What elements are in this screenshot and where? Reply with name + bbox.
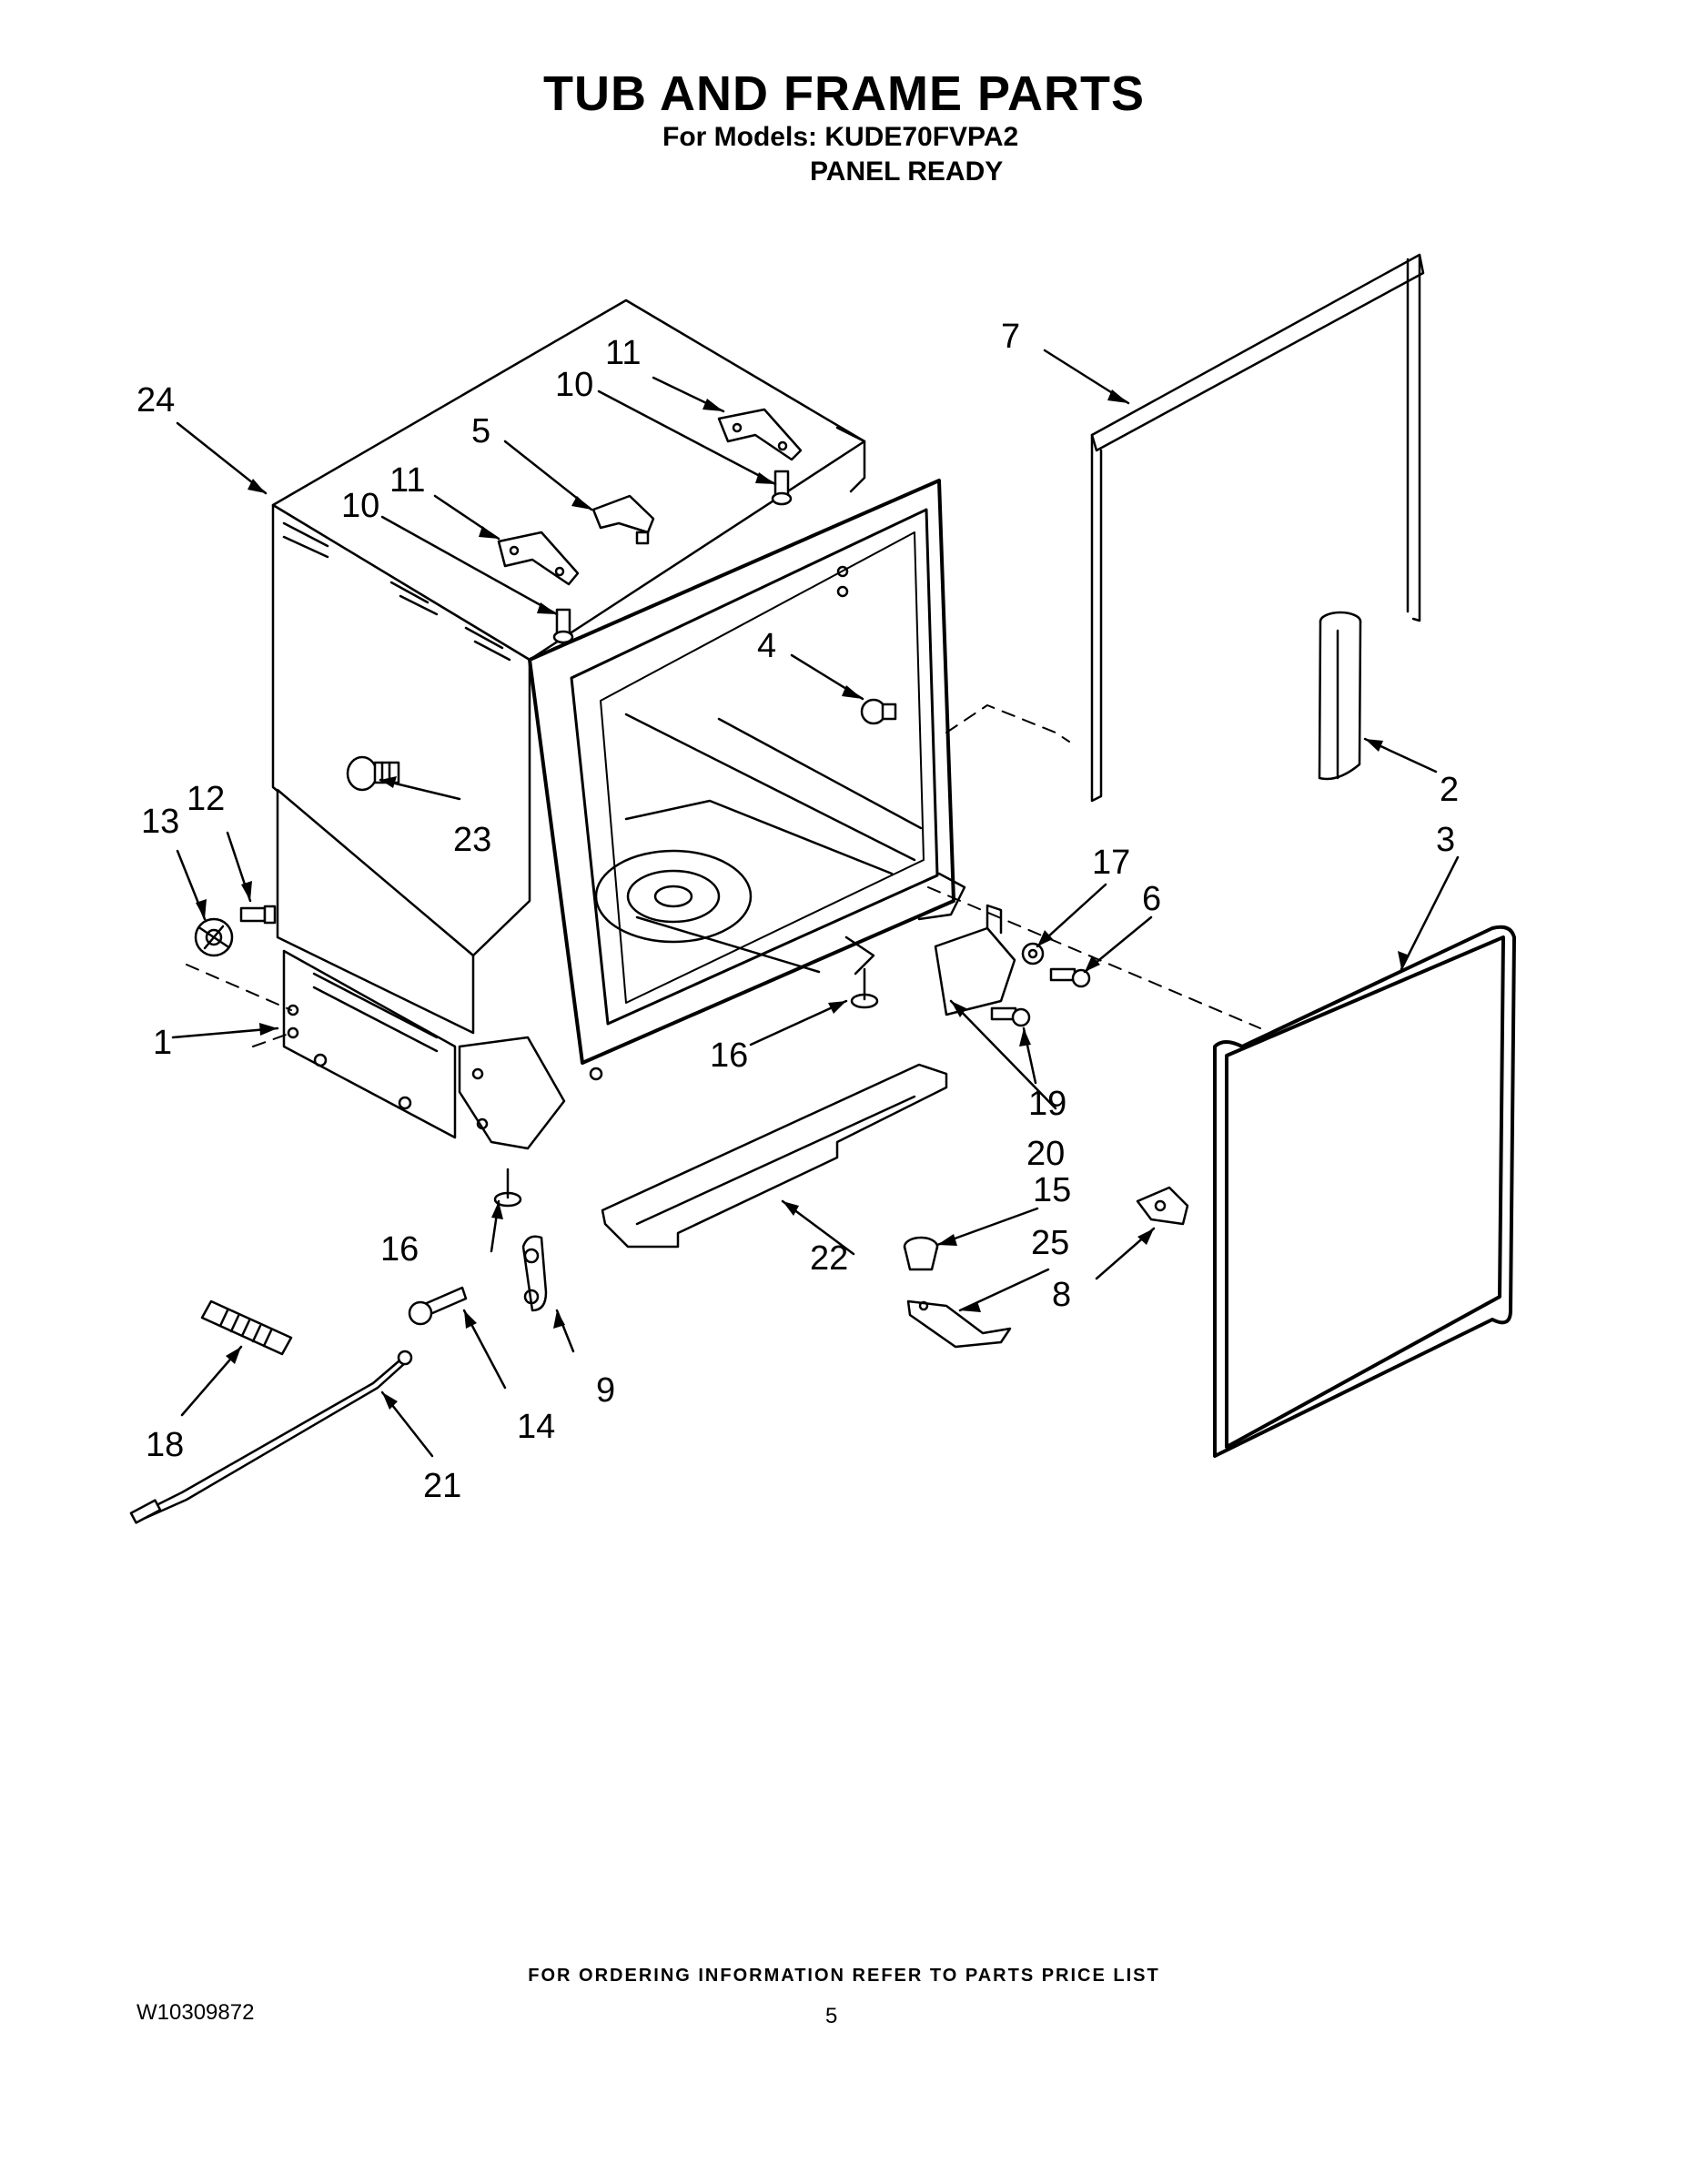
callout-13: 15: [1033, 1171, 1071, 1209]
callout-25: 25: [1031, 1224, 1069, 1262]
part-8-hinge: [1136, 1186, 1189, 1226]
callout-5: 5: [471, 412, 490, 450]
part-12-screw: [408, 1286, 468, 1326]
callout-9: 9: [596, 1371, 615, 1410]
part-9-link: [521, 1235, 548, 1312]
callout-16-right: 16: [710, 1036, 748, 1075]
part-14-screw: [239, 905, 277, 925]
part-5-clip: [591, 494, 655, 545]
part-17-grommet: [1021, 942, 1045, 966]
callout-22: 22: [810, 1239, 848, 1278]
tub-assembly: [271, 298, 966, 1150]
part-4-plug: [860, 698, 897, 725]
part-13-thermostat: [903, 1236, 939, 1271]
document-number: W10309872: [136, 2000, 255, 2025]
part-7-gasket-strip: [1090, 253, 1425, 803]
part-11-bracket-lower: [497, 531, 580, 586]
callout-18: 18: [146, 1426, 184, 1464]
callout-2: 2: [1440, 771, 1459, 809]
page-title: TUB AND FRAME PARTS: [543, 66, 1145, 121]
part-10-screw-upper: [771, 470, 793, 506]
callout-16-left: 16: [380, 1230, 419, 1269]
part-11-bracket-upper: [717, 408, 803, 461]
part-2-side-seal: [1318, 611, 1362, 781]
callout-3: 3: [1436, 821, 1455, 859]
part-23-plug: [346, 755, 400, 792]
callout-4: 4: [757, 627, 776, 665]
callout-10-upper: 10: [555, 366, 593, 404]
callout-24: 24: [136, 381, 175, 420]
page-number: 5: [825, 2004, 838, 2028]
callout-12: 14: [517, 1408, 555, 1446]
part-16-foot-left: [493, 1168, 522, 1208]
ordering-note: FOR ORDERING INFORMATION REFER TO PARTS …: [528, 1966, 1160, 1986]
callout-17: 17: [1092, 844, 1130, 882]
callout-14: 12: [187, 780, 225, 818]
assembly-alignment-lines: [186, 704, 1261, 1047]
part-10-screw-lower: [552, 608, 574, 644]
variant-line: PANEL READY: [810, 157, 1004, 187]
callout-8: 8: [1052, 1276, 1071, 1314]
callout-23: 23: [453, 821, 491, 859]
callout-10-lower: 10: [341, 487, 379, 525]
callout-19: 19: [1028, 1085, 1066, 1123]
part-19-screw: [990, 1006, 1031, 1027]
part-18-spring: [200, 1299, 293, 1356]
callout-1: 1: [153, 1024, 172, 1062]
part-16-foot-right: [850, 967, 879, 1009]
part-3-door-gasket: [1213, 925, 1516, 1458]
part-15-grommet: [194, 917, 234, 957]
part-21-cable: [129, 1350, 413, 1524]
part-25-bracket: [906, 1299, 1012, 1349]
callout-labels: 24 11 10 5 11 10 4 23 13 12 1 16 16 7 2 …: [136, 318, 1459, 1505]
callout-15: 13: [141, 803, 179, 841]
part-6-screw: [1049, 967, 1091, 988]
part-20-bracket: [934, 904, 1016, 1016]
callout-20: 20: [1026, 1135, 1065, 1173]
callout-21: 21: [423, 1467, 461, 1505]
callout-11-lower: 11: [389, 461, 425, 500]
models-line: For Models: KUDE70FVPA2: [662, 122, 1019, 152]
part-22-panel: [601, 1063, 948, 1249]
callout-7: 7: [1001, 318, 1020, 356]
leader-arrowheads: [196, 389, 1410, 1410]
callout-6: 6: [1142, 880, 1161, 918]
callout-11-upper: 11: [605, 334, 641, 372]
